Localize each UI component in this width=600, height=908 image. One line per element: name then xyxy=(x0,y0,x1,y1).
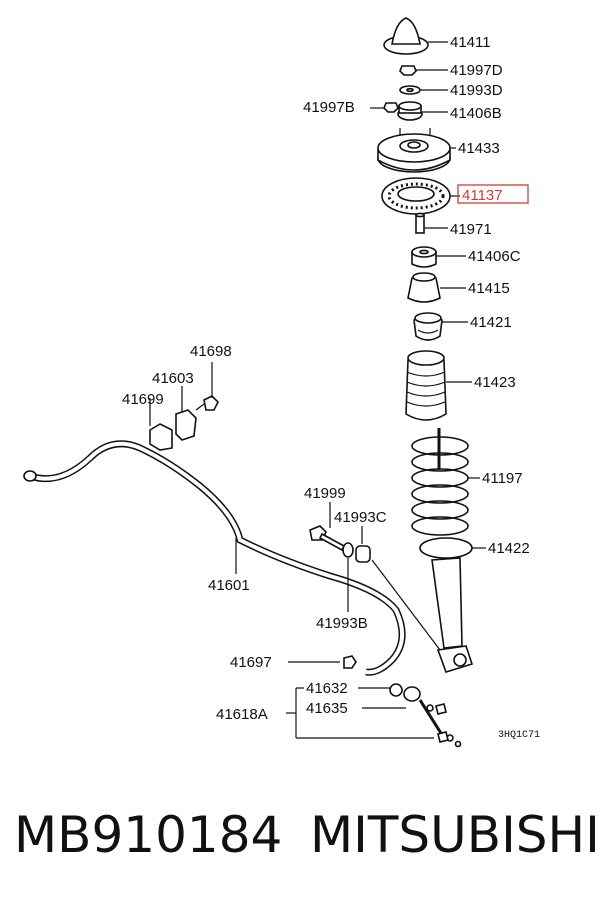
part-41618A-stabilizer-link xyxy=(286,683,462,748)
highlight-box-41137 xyxy=(457,184,529,204)
brand-name: MITSUBISHI xyxy=(310,806,600,864)
label-41433: 41433 xyxy=(458,140,500,157)
part-41997B-nut xyxy=(370,102,399,113)
part-41993B-washer xyxy=(342,542,354,612)
part-41423-dust-boot xyxy=(405,350,472,421)
part-41411-dust-cap xyxy=(383,17,448,55)
label-41618A: 41618A xyxy=(216,706,268,723)
label-41137: 41137 xyxy=(462,187,503,204)
label-41697: 41697 xyxy=(230,654,272,671)
label-41421: 41421 xyxy=(470,314,512,331)
label-41997D: 41997D xyxy=(450,62,503,79)
part-41415-cup xyxy=(407,272,466,303)
label-41406B: 41406B xyxy=(450,105,502,122)
part-41406B-bushing xyxy=(397,101,448,121)
part-41999-bolt xyxy=(309,502,346,552)
caption: MB910184 MITSUBISHI xyxy=(0,800,600,880)
label-41698: 41698 xyxy=(190,343,232,360)
label-41699: 41699 xyxy=(122,391,164,408)
label-41635: 41635 xyxy=(306,700,348,717)
label-41999: 41999 xyxy=(304,485,346,502)
label-41423: 41423 xyxy=(474,374,516,391)
part-41137-spring-seat xyxy=(381,177,529,215)
label-41411: 41411 xyxy=(450,34,491,51)
label-41993D: 41993D xyxy=(450,82,503,99)
label-41603: 41603 xyxy=(152,370,194,387)
part-41197-coil-spring xyxy=(411,428,480,536)
label-41406C: 41406C xyxy=(468,248,521,265)
part-41698-bolt xyxy=(195,362,219,411)
part-41406C-bushing xyxy=(411,246,466,268)
label-41197: 41197 xyxy=(482,470,523,487)
part-41422-shock-absorber xyxy=(419,537,486,673)
part-41993D-washer xyxy=(399,85,448,95)
label-41422: 41422 xyxy=(488,540,530,557)
label-41993C: 41993C xyxy=(334,509,387,526)
part-41697-nut xyxy=(288,655,357,669)
part-41433-upper-mount xyxy=(377,128,456,173)
part-41993C-bushing xyxy=(355,526,441,651)
label-41993B: 41993B xyxy=(316,615,368,632)
label-41971: 41971 xyxy=(450,221,492,238)
label-41632: 41632 xyxy=(306,680,348,697)
label-41997B: 41997B xyxy=(303,99,355,116)
part-number: MB910184 xyxy=(14,806,283,864)
diagram-code: 3HQ1C71 xyxy=(498,730,540,741)
part-41971-collar xyxy=(415,212,448,234)
part-41601-stabilizer-bar xyxy=(23,440,406,676)
part-41603-bracket xyxy=(149,386,197,451)
label-41415: 41415 xyxy=(468,280,510,297)
part-41997D-nut xyxy=(399,65,448,76)
label-41601: 41601 xyxy=(208,577,250,594)
part-41421-bump-stop xyxy=(413,312,468,341)
